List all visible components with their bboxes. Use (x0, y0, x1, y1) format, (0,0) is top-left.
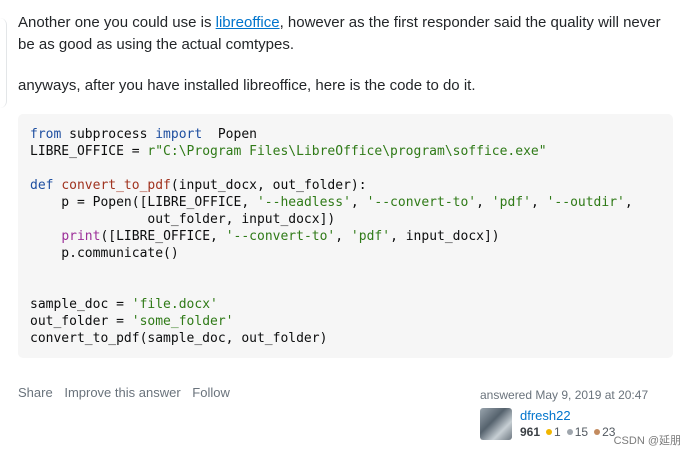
libreoffice-link[interactable]: libreoffice (215, 14, 280, 31)
user-signature: answered May 9, 2019 at 20:47 dfresh22 9… (480, 388, 660, 440)
watermark: CSDN @延朋 (613, 435, 681, 447)
avatar[interactable] (480, 408, 512, 440)
silver-badge-icon (566, 429, 573, 435)
username-link[interactable]: dfresh22 (520, 408, 571, 423)
bronze-badge-count: 23 (602, 425, 616, 439)
code-line-12: out_folder = 'some_folder' (30, 314, 234, 329)
code-line-5: p = Popen([LIBRE_OFFICE, '--headless', '… (30, 195, 633, 210)
code-line-1: from subprocess import Popen (30, 127, 257, 142)
code-line-2: LIBRE_OFFICE = r"C:\Program Files\LibreO… (30, 144, 547, 159)
share-link[interactable]: Share (18, 385, 53, 400)
user-details: dfresh22 961 1 15 23 (520, 408, 615, 439)
bronze-badge-icon (594, 429, 601, 435)
follow-link[interactable]: Follow (192, 385, 230, 400)
post-menu: Share Improve this answer Follow (18, 385, 238, 400)
code-line-11: sample_doc = 'file.docx' (30, 297, 218, 312)
answered-timestamp: answered May 9, 2019 at 20:47 (480, 388, 649, 402)
reputation-score: 961 (520, 425, 541, 439)
answer-paragraph-1: Another one you could use is libreoffice… (18, 14, 661, 53)
code-line-8: p.communicate() (30, 246, 179, 261)
code-line-13: convert_to_pdf(sample_doc, out_folder) (30, 331, 328, 346)
improve-answer-link[interactable]: Improve this answer (64, 385, 181, 400)
code-block: from subprocess import Popen LIBRE_OFFIC… (18, 114, 673, 358)
left-edge-decoration (0, 18, 7, 108)
code-line-7: print([LIBRE_OFFICE, '--convert-to', 'pd… (61, 229, 500, 244)
answer-paragraph-2: anyways, after you have installed libreo… (18, 77, 476, 94)
gold-badge-count: 1 (554, 425, 561, 439)
code-line-6: out_folder, input_docx]) (30, 212, 336, 227)
silver-badge-count: 15 (574, 425, 589, 439)
reputation-row: 961 1 15 23 (520, 425, 615, 439)
code-line-4: def convert_to_pdf(input_docx, out_folde… (30, 178, 367, 193)
gold-badge-icon (546, 429, 553, 435)
